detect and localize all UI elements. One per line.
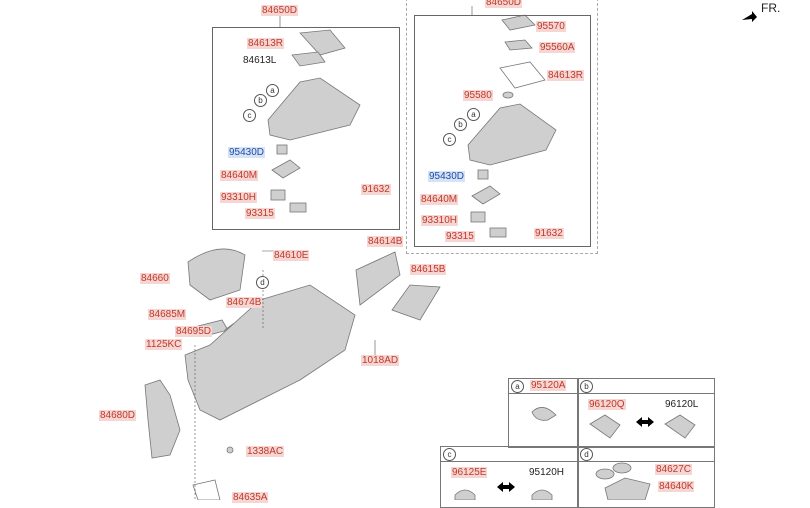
part-label[interactable]: 84650D [261, 5, 299, 16]
part-label[interactable]: 84627C [655, 464, 693, 475]
ref-marker-c: c [443, 448, 456, 461]
part-label[interactable]: 84613R [247, 38, 285, 49]
part-bezel-left [267, 77, 361, 141]
part-label[interactable]: 95570 [536, 21, 566, 32]
part-84660 [187, 248, 246, 301]
part-label[interactable]: 96125E [451, 467, 488, 478]
part-label[interactable]: 95120H [529, 467, 565, 478]
part-label[interactable]: 95560A [539, 42, 576, 53]
part-label[interactable]: 1125KC [145, 339, 183, 350]
part-84610E [184, 284, 356, 421]
part-93315-left [289, 202, 307, 213]
front-arrow-icon [742, 11, 757, 22]
ref-marker-b: b [580, 380, 593, 393]
part-label[interactable]: 84615B [410, 264, 447, 275]
part-label[interactable]: 84640M [420, 194, 459, 205]
part-label[interactable]: 1018AD [361, 355, 400, 366]
part-label[interactable]: 84660 [140, 273, 170, 284]
part-label[interactable]: 1338AC [246, 446, 285, 457]
part-label[interactable]: 96120L [665, 399, 699, 410]
front-direction-label: FR. [761, 1, 781, 15]
part-label[interactable]: 84613L [243, 55, 277, 66]
part-84613R [299, 29, 346, 56]
ref-marker-c: c [443, 133, 456, 146]
part-label[interactable]: 84640M [220, 170, 259, 181]
ref-marker-a: a [266, 84, 279, 97]
part-84680D [144, 379, 181, 459]
part-label[interactable]: 95120A [530, 380, 567, 391]
part-label[interactable]: 93310H [220, 192, 258, 203]
ref-marker-d: d [580, 448, 593, 461]
part-label[interactable]: 93315 [445, 231, 475, 242]
part-label[interactable]: 95580 [463, 90, 493, 101]
swap-arrow-icon [636, 417, 654, 427]
part-label[interactable]: 84640K [658, 481, 695, 492]
part-label[interactable]: 93310H [421, 215, 459, 226]
part-93310H-left [270, 189, 286, 201]
group-box-right-dashed [406, 0, 598, 254]
swap-arrow-icon [497, 482, 515, 492]
part-label[interactable]: 93315 [245, 208, 275, 219]
part-label[interactable]: 84614B [367, 236, 404, 247]
part-84613L [291, 51, 326, 67]
part-label[interactable]: 84674B [226, 297, 263, 308]
table-cell-b [577, 378, 715, 448]
group-box-right [414, 15, 591, 247]
part-label[interactable]: 84635A [232, 492, 269, 503]
part-label[interactable]: 84650D [485, 0, 523, 8]
part-label[interactable]: 84695D [175, 326, 213, 337]
part-label[interactable]: 84685M [148, 309, 187, 320]
ref-marker-a: a [511, 380, 524, 393]
ref-marker-c: c [243, 109, 256, 122]
ref-marker-b: b [454, 118, 467, 131]
part-label[interactable]: 95430D [228, 147, 266, 158]
part-label[interactable]: 84613R [547, 70, 585, 81]
part-label[interactable]: 84680D [99, 410, 137, 421]
part-95430D-left [276, 144, 288, 155]
part-label[interactable]: 95430D [428, 171, 466, 182]
part-label[interactable]: 96120Q [588, 399, 626, 410]
ref-marker-b: b [254, 94, 267, 107]
ref-marker-a: a [467, 108, 480, 121]
part-84640M-left [271, 159, 301, 179]
part-label[interactable]: 91632 [534, 228, 564, 239]
part-label[interactable]: 84610E [273, 250, 310, 261]
ref-marker-d: d [256, 276, 269, 289]
part-label[interactable]: 91632 [361, 184, 391, 195]
table-cell-a [508, 378, 579, 448]
group-box-left [212, 27, 400, 230]
table-cell-d [577, 446, 715, 508]
